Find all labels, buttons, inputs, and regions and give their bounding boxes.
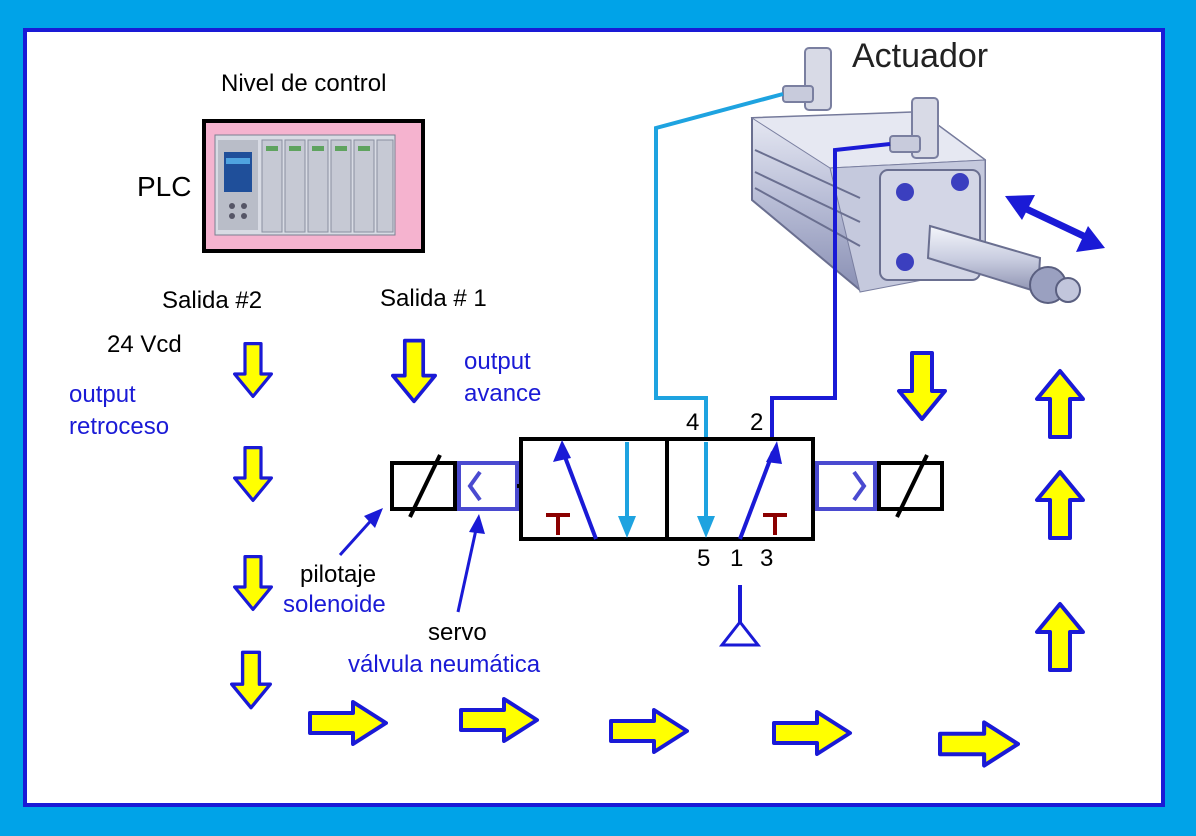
port-3: 3 xyxy=(760,545,773,572)
output-avance-line1: output xyxy=(464,348,531,375)
exhaust-t-icon xyxy=(546,513,787,535)
output-retroceso-line2: retroceso xyxy=(69,413,169,440)
plc-label: PLC xyxy=(137,171,191,202)
plc-module-icon xyxy=(202,119,425,253)
voltage-label: 24 Vcd xyxy=(107,331,182,358)
actuator-title: Actuador xyxy=(852,37,988,75)
port-5: 5 xyxy=(697,545,710,572)
pilot-label: pilotaje xyxy=(300,561,376,588)
directional-valve xyxy=(390,437,944,647)
air-line-port2 xyxy=(770,142,891,440)
port-4: 4 xyxy=(686,409,699,436)
control-level-title: Nivel de control xyxy=(221,70,386,97)
valve-label: válvula neumática xyxy=(348,651,541,678)
output1-label: Salida # 1 xyxy=(380,285,487,312)
servo-label: servo xyxy=(428,619,487,646)
port-1: 1 xyxy=(730,545,743,572)
pressure-source-triangle-icon xyxy=(718,619,762,647)
servo-pointer xyxy=(456,524,479,613)
solenoid-label: solenoide xyxy=(283,591,386,618)
double-headed-arrow-icon xyxy=(1005,195,1105,252)
output-avance-line2: avance xyxy=(464,380,541,407)
output2-label: Salida #2 xyxy=(162,287,262,314)
pneumatic-cylinder-icon xyxy=(750,47,1081,304)
output-retroceso-line1: output xyxy=(69,381,136,408)
port-2: 2 xyxy=(750,409,763,436)
diagram-panel xyxy=(23,28,1165,807)
